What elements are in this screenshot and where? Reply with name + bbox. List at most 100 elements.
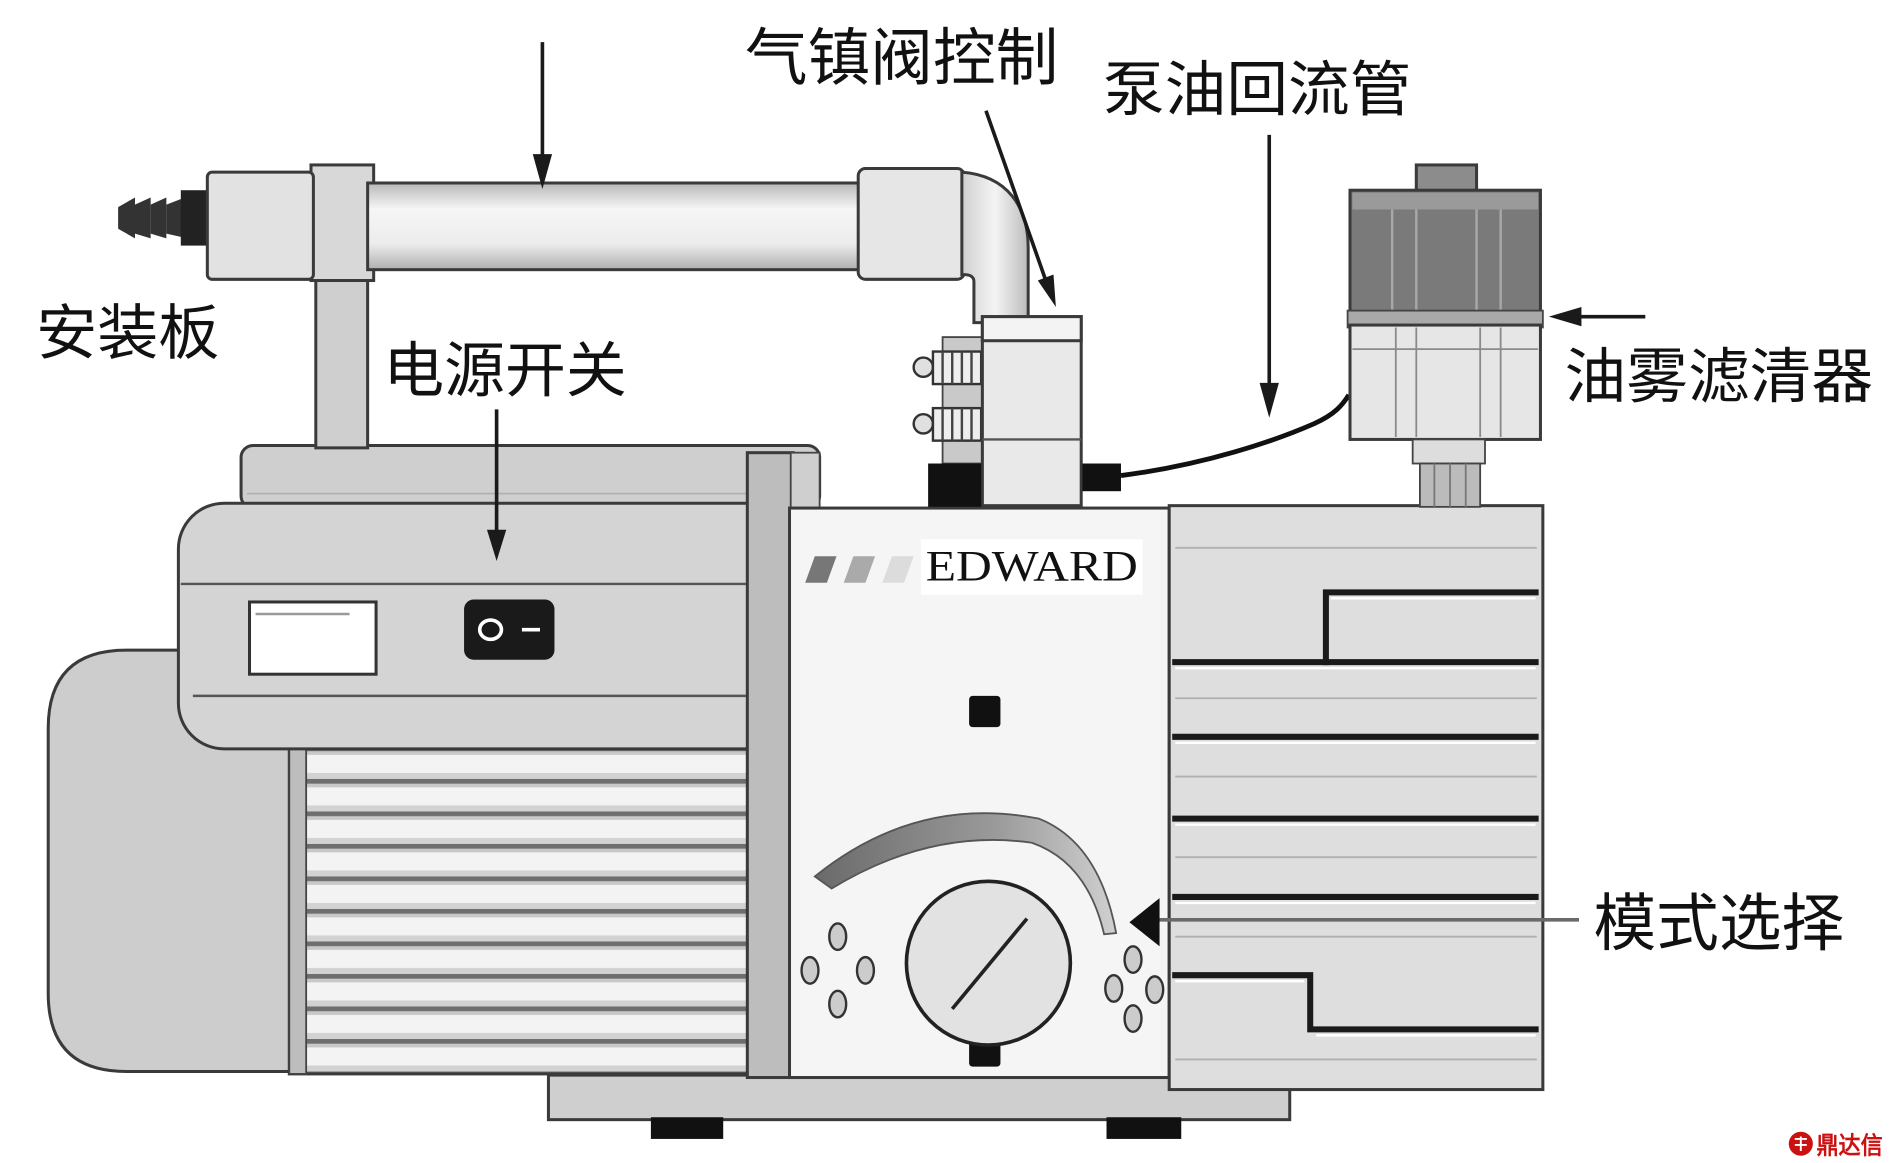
pump-block-groove xyxy=(1172,972,1539,1033)
power-switch-body xyxy=(464,599,555,660)
motor-end-cap xyxy=(46,648,303,1074)
valve-knob-thread xyxy=(931,406,983,442)
oil-mist-filter-arrow xyxy=(1548,307,1646,327)
filter-outlet-collar xyxy=(1411,438,1486,465)
power-switch-off-symbol xyxy=(477,618,504,642)
valve-knob-cap xyxy=(912,356,935,379)
intake-arrow-head xyxy=(532,154,553,190)
label-gas-ballast-control: 气镇阀控制 xyxy=(745,21,1058,94)
pipe-body xyxy=(366,181,867,272)
vent-hole xyxy=(1123,1004,1143,1033)
logo-stripe-3 xyxy=(882,556,914,583)
brand-name: EDWARD xyxy=(926,542,1138,590)
motor-fin-edge xyxy=(288,745,308,1075)
filter-top-nub xyxy=(1414,163,1479,195)
vent-hole xyxy=(855,955,876,985)
pipe-left-collar xyxy=(205,170,315,281)
motor-cooling-fins xyxy=(287,744,752,1076)
logo-stripe-1 xyxy=(805,556,837,583)
foot-left xyxy=(650,1117,724,1139)
vent-hole xyxy=(1123,945,1143,974)
watermark-logo-mark xyxy=(1794,1136,1807,1151)
hose-barb-tooth xyxy=(135,197,151,239)
groove-highlight xyxy=(1175,597,1536,1037)
oil-return-arrow xyxy=(1259,134,1279,418)
intake-pipe xyxy=(118,167,1030,325)
label-oil-mist-filter: 油雾滤清器 xyxy=(1565,342,1874,412)
valve-knob-ribs xyxy=(941,408,973,441)
foot-right xyxy=(1106,1117,1182,1139)
oil-return-pipe xyxy=(1120,393,1351,478)
hose-barb xyxy=(118,190,210,246)
filter-lower-body xyxy=(1348,323,1542,441)
hose-barb-tooth xyxy=(150,197,167,239)
pipe-right-collar xyxy=(856,167,966,281)
vent-holes-right xyxy=(1104,945,1165,1033)
logo-stripe-2 xyxy=(843,556,876,583)
valve-knob-lower xyxy=(912,406,983,442)
mode-dial xyxy=(904,879,1073,1047)
hose-barb-tooth xyxy=(118,197,135,239)
motor-housing xyxy=(176,501,798,751)
power-switch-arrow-head xyxy=(486,529,507,562)
return-pipe-connector xyxy=(1082,463,1121,492)
brand-logo-stripes xyxy=(805,556,914,583)
mounting-plate-top xyxy=(239,443,822,510)
mode-select-pointer xyxy=(1129,898,1160,947)
oil-mist-filter-arrow-head xyxy=(1548,307,1582,327)
mode-select-arrow xyxy=(1129,898,1580,947)
label-power-switch: 电源开关 xyxy=(383,336,626,406)
filter-outlet-ribs xyxy=(1433,463,1467,507)
hose-barb-tooth xyxy=(166,198,183,238)
valve-knob-cap xyxy=(912,412,935,435)
panel-screw-top xyxy=(969,695,1001,728)
gas-ballast-arrow-shaft xyxy=(984,110,1048,283)
hose-barb-nut xyxy=(180,190,210,246)
oil-return-arrow-head xyxy=(1259,382,1279,418)
filter-lower-ribs xyxy=(1352,327,1539,438)
vent-hole xyxy=(800,955,820,985)
column-cap xyxy=(789,451,821,509)
mounting-bracket xyxy=(309,163,376,450)
vent-hole xyxy=(828,922,848,952)
intake-arrow xyxy=(532,42,553,190)
gas-ballast-valve xyxy=(912,315,1121,508)
power-switch-arrow xyxy=(486,409,507,562)
mode-scale-arc xyxy=(813,812,1118,936)
front-panel: EDWARD xyxy=(788,506,1171,1080)
valve-knob-thread xyxy=(931,350,983,386)
valve-base-block xyxy=(928,463,982,507)
vent-holes-left xyxy=(800,922,876,1019)
valve-knob-upper xyxy=(912,350,983,386)
column-bar xyxy=(745,451,795,1080)
valve-knob-ribs xyxy=(941,351,973,385)
filter-upper-band xyxy=(1352,192,1539,210)
vent-hole xyxy=(1145,975,1165,1005)
display-window xyxy=(248,600,378,676)
filter-upper-body xyxy=(1348,188,1542,317)
label-mounting-plate: 安装板 xyxy=(36,299,219,369)
base-plate xyxy=(546,1073,1292,1122)
pump-block-groove xyxy=(1322,589,1539,666)
watermark: 鼎达信 xyxy=(1788,1131,1883,1159)
label-oil-return-pipe: 泵油回流管 xyxy=(1103,56,1412,126)
gas-ballast-arrow xyxy=(984,110,1056,308)
filter-upper-ribs xyxy=(1390,209,1502,314)
valve-top-cap xyxy=(980,315,1083,343)
bracket-clamp xyxy=(309,163,376,283)
mounting-plate xyxy=(239,443,822,510)
pipe-elbow xyxy=(960,170,1030,325)
label-mode-select: 模式选择 xyxy=(1593,887,1844,960)
pump-block-body xyxy=(1167,504,1545,1092)
watermark-text: 鼎达信 xyxy=(1816,1131,1882,1159)
pump-block xyxy=(1167,504,1545,1092)
vent-hole xyxy=(828,989,848,1019)
mode-dial-indicator xyxy=(950,917,1029,1011)
valve-body xyxy=(980,315,1083,508)
power-switch xyxy=(464,599,555,660)
brand-label-bg xyxy=(920,539,1143,595)
gas-ballast-arrow-head xyxy=(1037,274,1056,308)
vent-hole xyxy=(1104,973,1124,1003)
oil-mist-filter xyxy=(1346,163,1544,508)
